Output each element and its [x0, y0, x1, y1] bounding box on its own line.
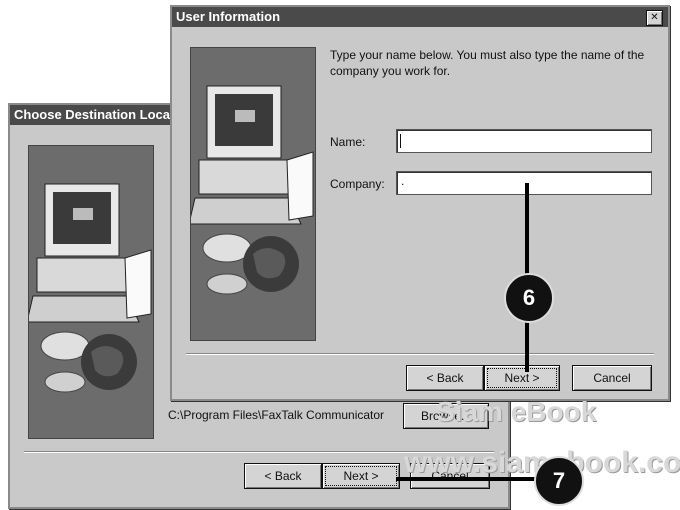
- user-information-window: User Information ✕ Type your name below.…: [170, 5, 670, 401]
- instructions-text: Type your name below. You must also type…: [330, 48, 645, 78]
- choose-destination-title: Choose Destination Locati: [14, 107, 178, 122]
- text-cursor: [400, 134, 401, 148]
- company-label: Company:: [330, 177, 385, 191]
- back-window-back-button[interactable]: < Back: [244, 463, 322, 489]
- name-field[interactable]: [396, 129, 652, 153]
- back-button[interactable]: < Back: [406, 365, 484, 391]
- user-information-title-bar[interactable]: User Information: [172, 7, 668, 27]
- front-window-separator: [186, 353, 654, 355]
- setup-graphic-panel: [26, 145, 154, 439]
- step-6-callout: 6: [504, 273, 554, 323]
- back-window-next-button[interactable]: Next >: [322, 463, 400, 489]
- user-information-title: User Information: [176, 9, 281, 24]
- computer-install-illustration: [26, 183, 152, 393]
- company-field-value: .: [401, 174, 405, 188]
- company-field[interactable]: .: [396, 171, 652, 195]
- user-info-graphic-panel: [188, 47, 316, 341]
- step-7-callout: 7: [534, 456, 584, 506]
- browse-button[interactable]: Browse...: [403, 403, 489, 429]
- close-button[interactable]: ✕: [646, 10, 663, 26]
- computer-install-illustration: [188, 85, 314, 295]
- close-icon: ✕: [650, 12, 659, 23]
- watermark-brand: Siam eBook: [436, 396, 597, 427]
- cancel-button[interactable]: Cancel: [572, 365, 652, 391]
- name-label: Name:: [330, 135, 366, 149]
- next-button[interactable]: Next >: [484, 365, 560, 391]
- destination-path: C:\Program Files\FaxTalk Communicator: [168, 408, 385, 422]
- back-window-separator: [24, 451, 494, 453]
